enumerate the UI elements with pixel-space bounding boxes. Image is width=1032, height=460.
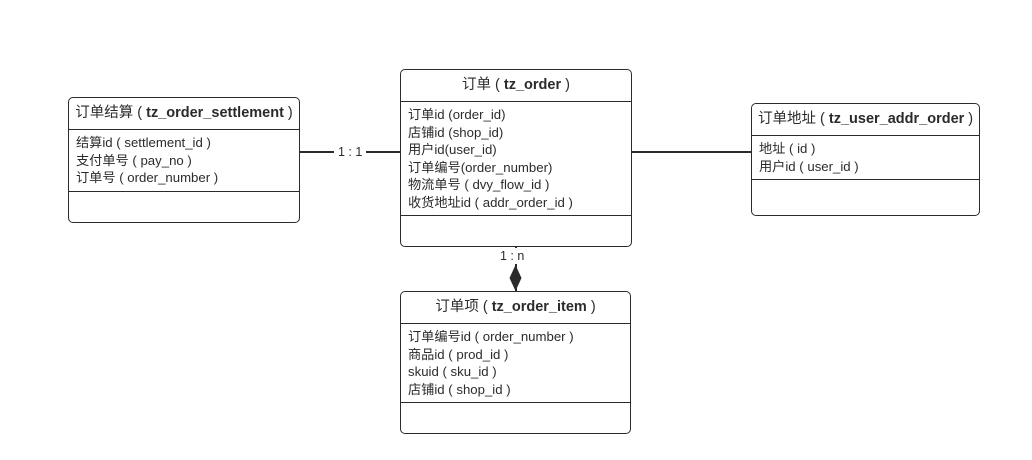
entity-cn-name: 订单项 <box>435 299 479 315</box>
attribute-row: 店铺id ( shop_id ) <box>408 381 511 397</box>
filled-diamond-marker <box>509 265 522 291</box>
entity-attributes-user-addr-order: 地址 ( id ) 用户id ( user_id ) <box>752 136 979 181</box>
attribute-row: 订单编号id ( order_number ) <box>408 329 574 345</box>
entity-cn-name: 订单 <box>462 77 492 93</box>
entity-footer-order <box>401 216 631 246</box>
cardinality-label-order-item: 1 : n <box>496 248 529 264</box>
entity-attributes-order-item: 订单编号id ( order_number ) 商品id ( prod_id )… <box>401 324 630 404</box>
paren-open: ( <box>491 77 504 93</box>
attribute-row: 订单id (order_id) <box>408 107 506 123</box>
entity-footer-order-settlement <box>69 192 299 222</box>
paren-close: ) <box>561 77 570 93</box>
attribute-row: 订单编号(order_number) <box>408 159 553 175</box>
connector-order-address <box>632 151 751 153</box>
entity-table-name: tz_user_addr_order <box>828 111 965 127</box>
paren-close: ) <box>586 299 596 315</box>
entity-title-order: 订单 ( tz_order ) <box>401 70 631 103</box>
cardinality-label-settlement-order: 1 : 1 <box>334 144 367 160</box>
entity-footer-order-item <box>401 403 630 433</box>
entity-title-order-item: 订单项 ( tz_order_item ) <box>401 292 630 325</box>
entity-order-settlement[interactable]: 订单结算 ( tz_order_settlement ) 结算id ( sett… <box>68 97 300 223</box>
entity-table-name: tz_order_settlement <box>146 105 284 121</box>
attribute-row: 店铺id (shop_id) <box>408 124 504 140</box>
entity-attributes-order: 订单id (order_id) 店铺id (shop_id) 用户id(user… <box>401 102 631 217</box>
entity-title-order-settlement: 订单结算 ( tz_order_settlement ) <box>69 98 299 131</box>
attribute-row: 订单号 ( order_number ) <box>76 170 219 186</box>
attribute-row: 地址 ( id ) <box>759 141 816 157</box>
paren-close: ) <box>283 105 293 121</box>
entity-footer-user-addr-order <box>752 180 979 215</box>
attribute-row: 结算id ( settlement_id ) <box>76 135 211 151</box>
entity-attributes-order-settlement: 结算id ( settlement_id ) 支付单号 ( pay_no ) 订… <box>69 130 299 192</box>
paren-close: ) <box>964 111 974 127</box>
attribute-row: 收货地址id ( addr_order_id ) <box>408 194 573 210</box>
entity-title-user-addr-order: 订单地址 ( tz_user_addr_order ) <box>752 104 979 137</box>
attribute-row: 用户id(user_id) <box>408 142 497 158</box>
entity-order-item[interactable]: 订单项 ( tz_order_item ) 订单编号id ( order_num… <box>400 291 631 435</box>
entity-user-addr-order[interactable]: 订单地址 ( tz_user_addr_order ) 地址 ( id ) 用户… <box>751 103 980 217</box>
attribute-row: 用户id ( user_id ) <box>759 158 859 174</box>
attribute-row: 物流单号 ( dvy_flow_id ) <box>408 177 550 193</box>
paren-open: ( <box>816 111 829 127</box>
entity-cn-name: 订单结算 <box>75 105 134 121</box>
entity-table-name: tz_order_item <box>491 299 587 315</box>
entity-table-name: tz_order <box>503 77 562 93</box>
paren-open: ( <box>133 105 147 121</box>
entity-cn-name: 订单地址 <box>758 111 816 127</box>
attribute-row: 支付单号 ( pay_no ) <box>76 152 192 168</box>
attribute-row: skuid ( sku_id ) <box>408 364 497 380</box>
attribute-row: 商品id ( prod_id ) <box>408 346 509 362</box>
paren-open: ( <box>478 299 492 315</box>
entity-order[interactable]: 订单 ( tz_order ) 订单id (order_id) 店铺id (sh… <box>400 69 632 248</box>
